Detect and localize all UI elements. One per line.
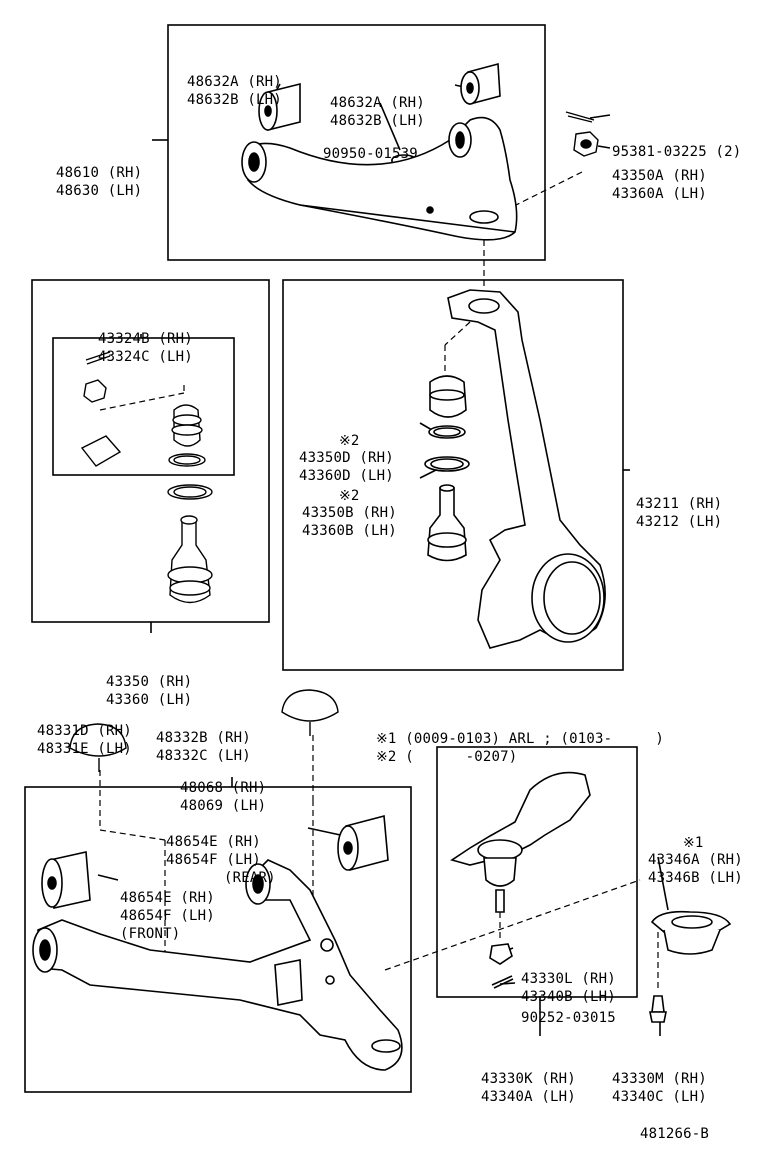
label-upper-pin: 95381-03225 (2) xyxy=(612,144,742,160)
bump-stoppers xyxy=(69,689,339,772)
label-notes: ※1 (0009-0103) ARL ; (0103- )※2 ( -0207) xyxy=(376,731,665,765)
label-mark2-b: ※2 xyxy=(339,488,360,504)
label-ball-joint-lower: 43350B (RH)43360B (LH) xyxy=(302,505,397,539)
upper-arm-box xyxy=(167,24,546,261)
lower-joint-box xyxy=(436,746,638,998)
label-ball-joint-center: 43350D (RH)43360D (LH) xyxy=(299,450,394,484)
label-front-bush: 48654E (RH)48654F (LH)(FRONT) xyxy=(120,890,215,942)
label-lower-ball-joint: 43350 (RH)43360 (LH) xyxy=(106,674,193,708)
label-bumper-left: 48331D (RH)48331E (LH) xyxy=(37,723,132,757)
label-upper-bush-left: 48632A (RH)48632B (LH) xyxy=(187,74,282,108)
ball-kit-parts xyxy=(80,351,213,604)
label-rear-bush: 48654E (RH)48654F (LH)(REAR) xyxy=(166,834,276,886)
label-mark2-a: ※2 xyxy=(339,433,360,449)
lower-arm-box xyxy=(24,786,412,1093)
knuckle-drawing xyxy=(424,289,606,649)
label-lower-pin: 90252-03015 xyxy=(521,1010,616,1026)
label-dust-cover: 43346A (RH)43346B (LH) xyxy=(648,852,743,886)
label-lower-joint-assy: 43330K (RH)43340A (LH) xyxy=(481,1071,576,1105)
label-upper-bush-right: 48632A (RH)48632B (LH) xyxy=(330,95,425,129)
label-upper-arm: 48610 (RH)48630 (LH) xyxy=(56,165,143,199)
label-lower-nut: 43330L (RH)43340B (LH) xyxy=(521,971,616,1005)
knuckle-box xyxy=(282,279,624,671)
label-upper-nut: 43350A (RH)43360A (LH) xyxy=(612,168,707,202)
ball-kit-inner-box xyxy=(52,337,235,476)
diagram-drawing xyxy=(24,24,732,1093)
label-bumper-right: 48332B (RH)48332C (LH) xyxy=(156,730,251,764)
label-cap: 90950-01539 xyxy=(323,146,418,162)
lower-joint-drawing xyxy=(450,771,732,1023)
label-lower-arm: 48068 (RH)48069 (LH) xyxy=(180,780,267,814)
label-mark1: ※1 xyxy=(683,835,704,851)
figure-id: 481266-B xyxy=(640,1126,710,1142)
label-knuckle: 43211 (RH)43212 (LH) xyxy=(636,496,723,530)
parts-diagram: 48632A (RH)48632B (LH) 48632A (RH)48632B… xyxy=(24,24,743,1142)
lower-arm-drawing xyxy=(32,814,403,1071)
label-lower-ball-kit: 43324B (RH)43324C (LH) xyxy=(98,331,193,365)
upper-arm-drawing xyxy=(241,116,518,241)
label-bolt: 43330M (RH)43340C (LH) xyxy=(612,1071,707,1105)
